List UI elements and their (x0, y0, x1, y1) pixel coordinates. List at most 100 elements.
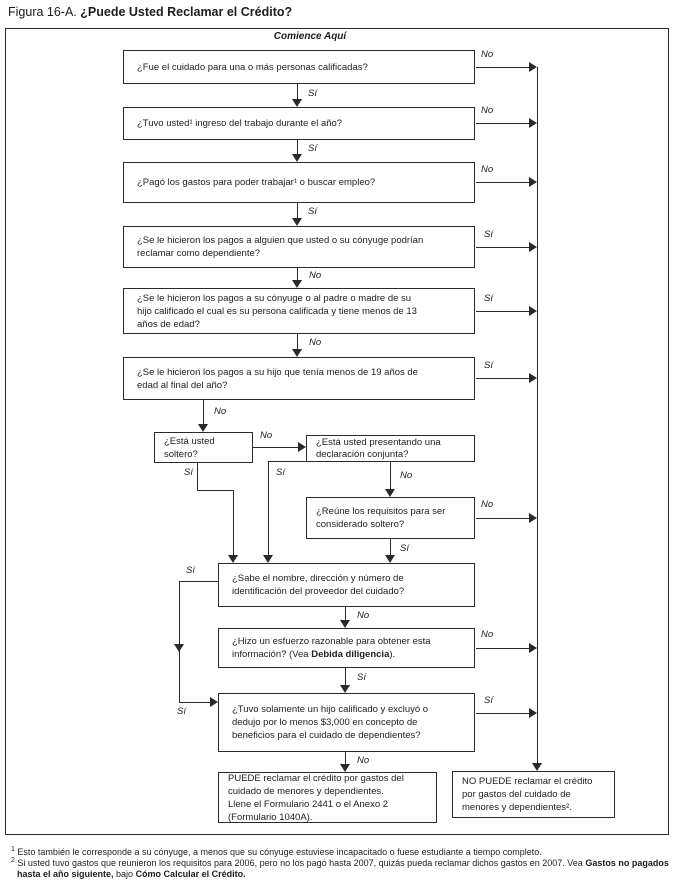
arrowhead-single-no (298, 442, 306, 452)
arrowhead-unmarried-yes (385, 555, 395, 563)
question-earned-income-box: ¿Tuvo usted¹ ingreso del trabajo durante… (123, 107, 475, 140)
flow-line-q1-no (476, 67, 529, 68)
flow-line-q6-no (203, 400, 204, 424)
question-payments-to-dependent-text: ¿Se le hicieron los pagos a alguien que … (137, 235, 424, 259)
flow-line-single-yes-v2 (233, 490, 234, 555)
arrowhead-q3-yes (292, 218, 302, 226)
label-joint-yes: Sí (276, 467, 285, 478)
arrowhead-unmarried-no (529, 513, 537, 523)
flow-line-provider-yes-h2 (179, 702, 210, 703)
arrowhead-onechild-no (340, 764, 350, 772)
label-unmarried-no: No (481, 499, 494, 510)
flow-line-unmarried-yes (390, 539, 391, 555)
arrowhead-q6-yes (529, 373, 537, 383)
label-q6-no: No (214, 406, 227, 417)
label-unmarried-yes: Sí (400, 543, 409, 554)
flow-line-q2-no (476, 123, 529, 124)
footnote-2-text-pre: Si usted tuvo gastos que reunieron los r… (17, 858, 586, 868)
label-q3-no: No (481, 164, 494, 175)
label-q3-yes: Sí (308, 206, 317, 217)
flow-line-single-yes-h (197, 490, 234, 491)
label-q6-yes: Sí (484, 360, 493, 371)
flow-line-diligence-yes (345, 668, 346, 685)
result-cannot-claim-box: NO PUEDE reclamar el crédito por gastos … (452, 771, 615, 818)
label-onechild-yes: Sí (484, 695, 493, 706)
flow-line-joint-yes-h (268, 461, 307, 462)
flow-line-provider-no (345, 607, 346, 620)
question-payments-spouse-parent-text: ¿Se le hicieron los pagos a su cónyuge o… (137, 292, 417, 330)
label-onechild-no: No (357, 755, 370, 766)
question-payments-spouse-parent-box: ¿Se le hicieron los pagos a su cónyuge o… (123, 288, 475, 334)
label-q4-no: No (309, 270, 322, 281)
arrowhead-q1-yes (292, 99, 302, 107)
arrowhead-q2-yes (292, 154, 302, 162)
footnote-1: 1 Esto también le corresponde a su cónyu… (6, 844, 677, 858)
flow-line-right-collector (537, 67, 538, 764)
flow-line-onechild-no (345, 752, 346, 764)
flow-line-joint-yes-v (268, 461, 269, 555)
arrowhead-q2-no (529, 118, 537, 128)
question-care-qualifying-person-box: ¿Fue el cuidado para una o más personas … (123, 50, 475, 84)
arrowhead-joint-yes (263, 555, 273, 563)
arrowhead-single-yes (228, 555, 238, 563)
arrowhead-provider-yes-mid (174, 644, 184, 652)
flow-line-joint-no (390, 462, 391, 489)
arrowhead-into-cannot-claim (532, 763, 542, 771)
arrowhead-joint-no (385, 489, 395, 497)
due-diligence-post-text: ). (389, 649, 396, 660)
question-earned-income-text: ¿Tuvo usted¹ ingreso del trabajo durante… (137, 118, 343, 129)
question-paid-expenses-box: ¿Pagó los gastos para poder trabajar¹ o … (123, 162, 475, 203)
label-provider-yes-bottom: Sí (177, 706, 186, 717)
question-paid-expenses-text: ¿Pagó los gastos para poder trabajar¹ o … (137, 177, 376, 188)
flow-line-diligence-no (476, 648, 529, 649)
arrowhead-provider-yes-into-onechild (210, 697, 218, 707)
flow-line-provider-yes-h1 (179, 581, 219, 582)
arrowhead-q1-no (529, 62, 537, 72)
arrowhead-diligence-no (529, 643, 537, 653)
label-single-yes: Sí (184, 467, 193, 478)
label-provider-yes-top: Sí (186, 565, 195, 576)
label-q4-yes: Sí (484, 229, 493, 240)
flow-line-provider-yes-v (179, 581, 180, 702)
label-q5-no: No (309, 337, 322, 348)
question-due-diligence-text: ¿Hizo un esfuerzo razonable para obtener… (232, 636, 431, 660)
question-care-qualifying-person-text: ¿Fue el cuidado para una o más personas … (137, 61, 368, 73)
flow-line-q4-yes (476, 247, 529, 248)
question-one-child-3000-box: ¿Tuvo solamente un hijo calificado y exc… (218, 693, 475, 752)
arrowhead-q5-no (292, 349, 302, 357)
start-here-label: Comience Aquí (273, 31, 347, 42)
flow-line-q3-yes (297, 203, 298, 218)
arrowhead-q4-yes (529, 242, 537, 252)
label-joint-no: No (400, 470, 413, 481)
question-single-text: ¿Está usted soltero? (164, 435, 215, 460)
question-due-diligence-box: ¿Hizo un esfuerzo razonable para obtener… (218, 628, 475, 668)
arrowhead-q6-no (198, 424, 208, 432)
flow-line-onechild-yes (476, 713, 529, 714)
arrowhead-q3-no (529, 177, 537, 187)
flow-line-single-no (253, 447, 298, 448)
question-payments-child-under19-box: ¿Se le hicieron los pagos a su hijo que … (123, 357, 475, 400)
arrowhead-provider-no (340, 620, 350, 628)
label-q1-yes: Sí (308, 88, 317, 99)
label-q2-no: No (481, 105, 494, 116)
figure-title: Figura 16-A. ¿Puede Usted Reclamar el Cr… (8, 5, 292, 19)
flow-line-unmarried-no (476, 518, 529, 519)
question-provider-info-text: ¿Sabe el nombre, dirección y número de i… (232, 573, 405, 597)
footnote-2-bold-1: Gastos no pagados hasta el año siguiente… (17, 858, 669, 879)
label-q1-no: No (481, 49, 494, 60)
label-diligence-yes: Sí (357, 672, 366, 683)
footnote-2-bold-2: Cómo Calcular el Crédito. (135, 869, 246, 879)
flow-line-q1-yes (297, 84, 298, 99)
question-single-box: ¿Está usted soltero? (154, 432, 253, 463)
label-diligence-no: No (481, 629, 494, 640)
question-payments-to-dependent-box: ¿Se le hicieron los pagos a alguien que … (123, 226, 475, 268)
question-considered-unmarried-box: ¿Reúne los requisitos para ser considera… (306, 497, 475, 539)
question-payments-child-under19-text: ¿Se le hicieron los pagos a su hijo que … (137, 366, 418, 391)
figure-title-prefix: Figura 16-A. (8, 5, 81, 19)
result-cannot-claim-text: NO PUEDE reclamar el crédito por gastos … (462, 776, 593, 813)
arrowhead-q5-yes (529, 306, 537, 316)
arrowhead-diligence-yes (340, 685, 350, 693)
flow-line-single-yes-v1 (197, 463, 198, 491)
result-can-claim-box: PUEDE reclamar el crédito por gastos del… (218, 772, 437, 823)
